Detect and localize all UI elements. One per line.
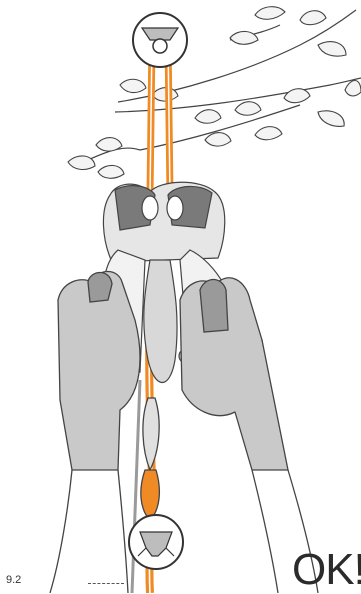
dashed-separator — [88, 583, 124, 584]
ok-status-label: OK! — [292, 548, 361, 592]
left-gloved-hand — [50, 272, 140, 594]
harness-icon — [129, 515, 183, 569]
anchor-ring-icon — [133, 13, 187, 67]
leaves — [68, 7, 361, 179]
carabiner — [141, 398, 160, 520]
figure-number: 9.2 — [6, 574, 21, 586]
